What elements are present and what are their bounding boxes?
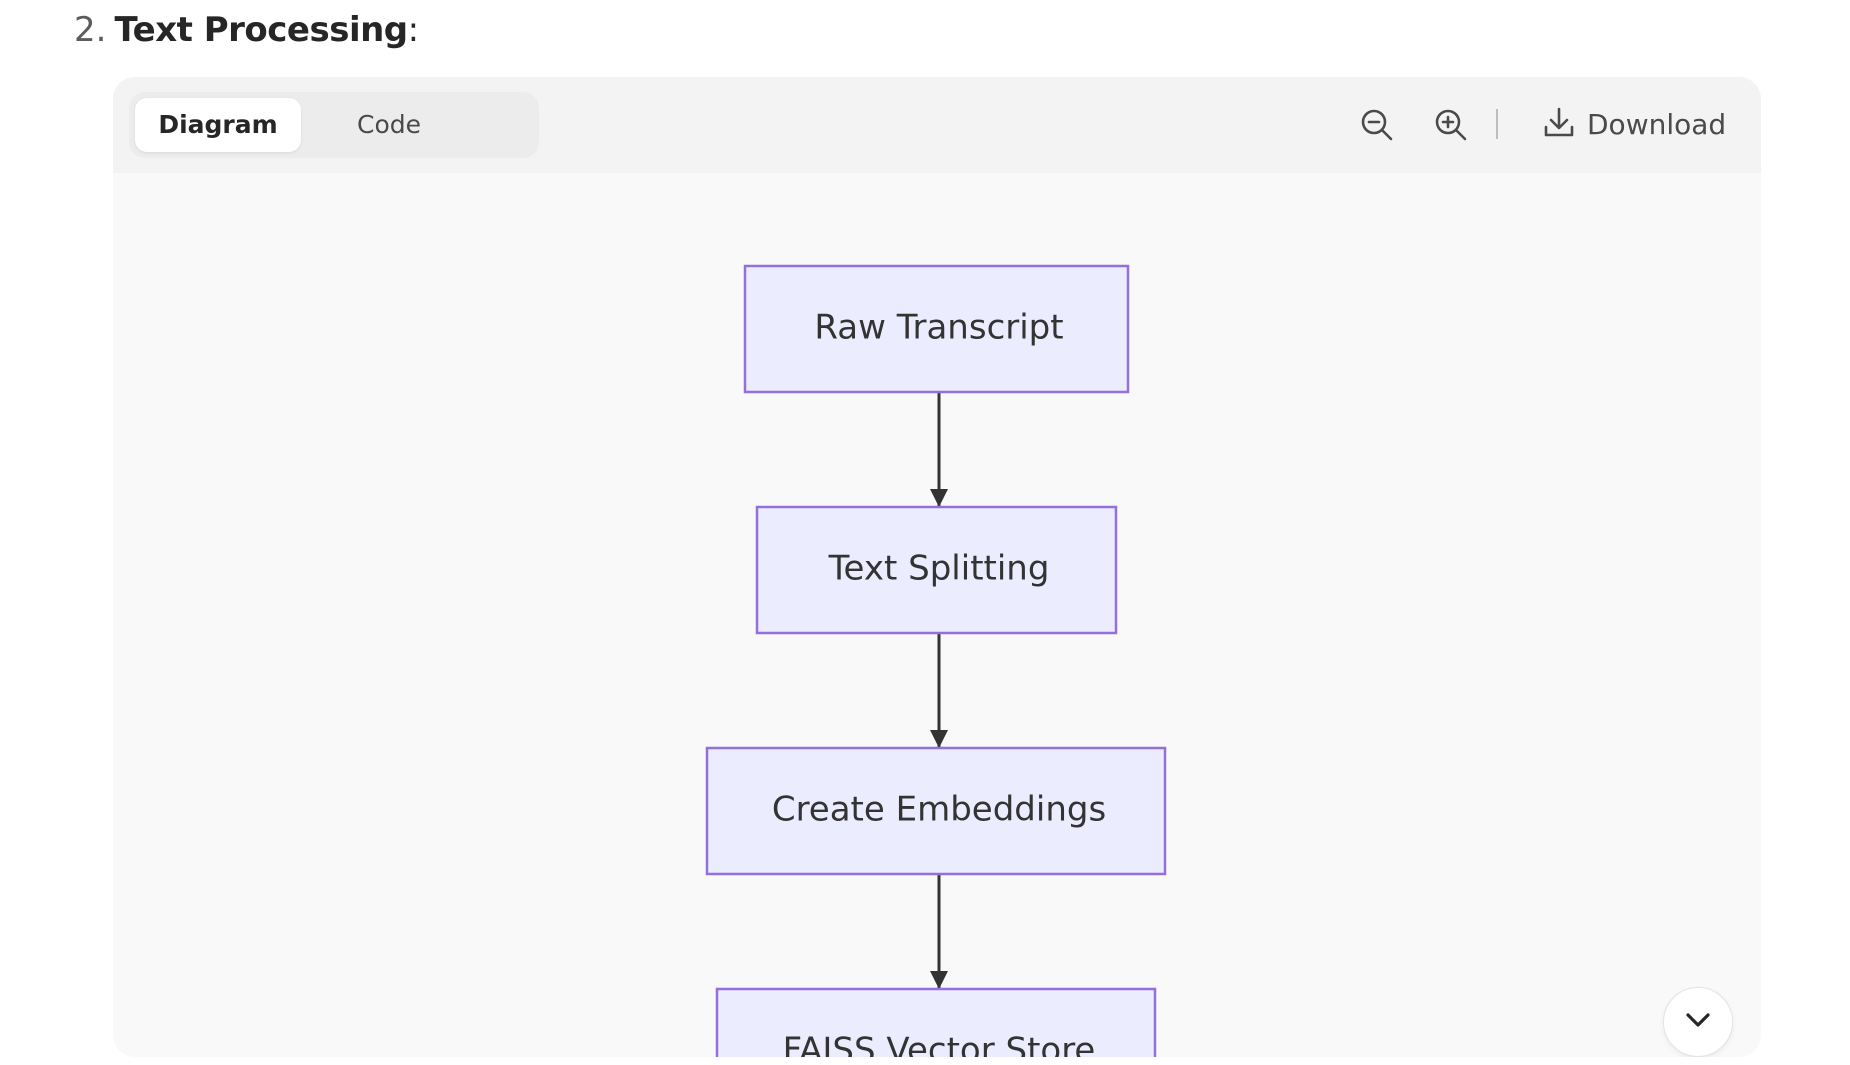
section-colon: :: [407, 10, 420, 50]
download-label: Download: [1587, 107, 1727, 141]
download-button[interactable]: Download: [1541, 99, 1726, 149]
chevron-down-icon: [1680, 1002, 1716, 1042]
flowchart: Raw Transcript Text Splitting Create Emb…: [705, 264, 1167, 1058]
diagram-toolbar: Diagram Code: [113, 77, 1761, 173]
node-raw-transcript: Raw Transcript: [743, 264, 1130, 394]
node-label: Text Splitting: [828, 549, 1050, 589]
node-label: Create Embeddings: [772, 790, 1106, 830]
view-toggle: Diagram Code: [129, 92, 539, 158]
node-label: Raw Transcript: [814, 308, 1063, 348]
node-create-embeddings: Create Embeddings: [705, 746, 1167, 876]
zoom-in-icon[interactable]: [1431, 105, 1471, 145]
diagram-card: Diagram Code: [113, 77, 1761, 1057]
tab-code[interactable]: Code: [356, 110, 421, 139]
download-icon: [1541, 104, 1577, 144]
zoom-out-icon[interactable]: [1357, 105, 1397, 145]
section-heading: 2. Text Processing:: [74, 8, 419, 52]
toolbar-divider: [1496, 109, 1498, 139]
section-number: 2.: [74, 10, 107, 50]
node-label: FAISS Vector Store: [783, 1031, 1096, 1058]
section-title: Text Processing: [114, 10, 408, 50]
tab-diagram[interactable]: Diagram: [135, 98, 301, 152]
node-faiss-vector-store: FAISS Vector Store: [715, 987, 1157, 1058]
node-text-splitting: Text Splitting: [755, 505, 1118, 635]
scroll-down-button[interactable]: [1663, 987, 1733, 1057]
